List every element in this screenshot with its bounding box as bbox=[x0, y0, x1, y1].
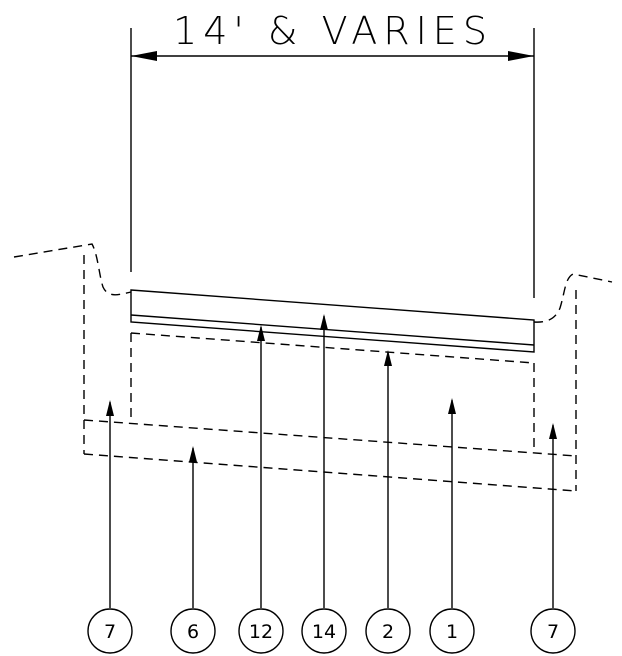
subbase-bottom-line bbox=[83, 453, 577, 492]
leader-arrow-7-left bbox=[106, 400, 114, 416]
callout-7-right: 7 bbox=[530, 608, 576, 654]
base-top-line bbox=[130, 332, 535, 364]
callout-2: 2 bbox=[365, 608, 411, 654]
leader-arrow-7-right bbox=[549, 423, 557, 439]
leader-arrow-12 bbox=[257, 325, 265, 341]
callout-label: 1 bbox=[446, 621, 458, 643]
callout-bubbles: 7 6 12 14 2 1 7 bbox=[87, 608, 576, 654]
subbase-top-line bbox=[83, 419, 577, 457]
dimension-arrow-left bbox=[131, 51, 157, 61]
callout-label: 7 bbox=[547, 621, 559, 643]
callout-label: 14 bbox=[312, 621, 336, 643]
leader-arrow-6 bbox=[189, 446, 197, 462]
ground-line-right bbox=[533, 273, 613, 323]
base-limits bbox=[83, 255, 577, 492]
leader-lines bbox=[106, 314, 557, 608]
callout-label: 6 bbox=[187, 621, 199, 643]
leader-arrow-1 bbox=[448, 398, 456, 414]
ground-line-left bbox=[13, 243, 132, 296]
callout-7-left: 7 bbox=[87, 608, 133, 654]
layer-boundary bbox=[130, 314, 535, 346]
dimension-arrow-right bbox=[508, 51, 534, 61]
pavement-section bbox=[130, 289, 535, 353]
surface-course bbox=[130, 289, 535, 353]
leader-arrow-14 bbox=[320, 314, 328, 330]
callout-label: 7 bbox=[104, 621, 116, 643]
callout-12: 12 bbox=[238, 608, 284, 654]
leader-arrow-2 bbox=[384, 350, 392, 366]
callout-14: 14 bbox=[301, 608, 347, 654]
existing-ground bbox=[13, 243, 613, 323]
callout-label: 12 bbox=[249, 621, 273, 643]
callout-6: 6 bbox=[170, 608, 216, 654]
width-dimension: 14' & VARIES bbox=[130, 9, 535, 298]
callout-1: 1 bbox=[429, 608, 475, 654]
callout-label: 2 bbox=[382, 621, 394, 643]
dimension-label: 14' & VARIES bbox=[173, 9, 493, 53]
